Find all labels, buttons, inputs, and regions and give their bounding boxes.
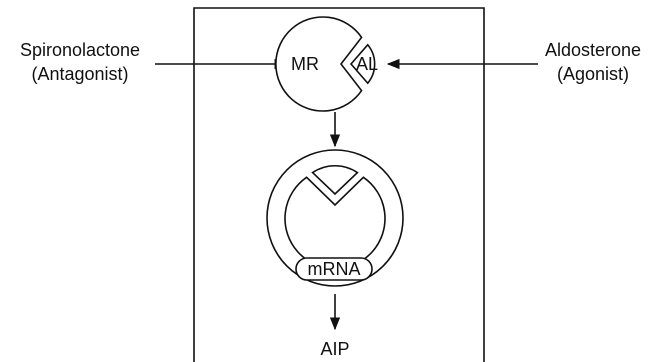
antagonist-role: (Antagonist) <box>31 64 128 84</box>
product-label: AIP <box>320 339 349 359</box>
agonist-role: (Agonist) <box>557 64 629 84</box>
ligand-wedge <box>349 43 376 85</box>
nucleus-outer-circle <box>266 149 404 287</box>
mrna-label: mRNA <box>308 259 361 279</box>
cell-boundary <box>193 7 485 362</box>
receptor-shape <box>275 16 363 112</box>
antagonist-name: Spironolactone <box>20 40 140 60</box>
mrna-box <box>295 257 373 281</box>
agonist-name: Aldosterone <box>545 40 641 60</box>
receptor-label: MR <box>291 54 319 74</box>
ligand-label: AL <box>356 54 378 74</box>
complex-wedge <box>311 164 359 196</box>
